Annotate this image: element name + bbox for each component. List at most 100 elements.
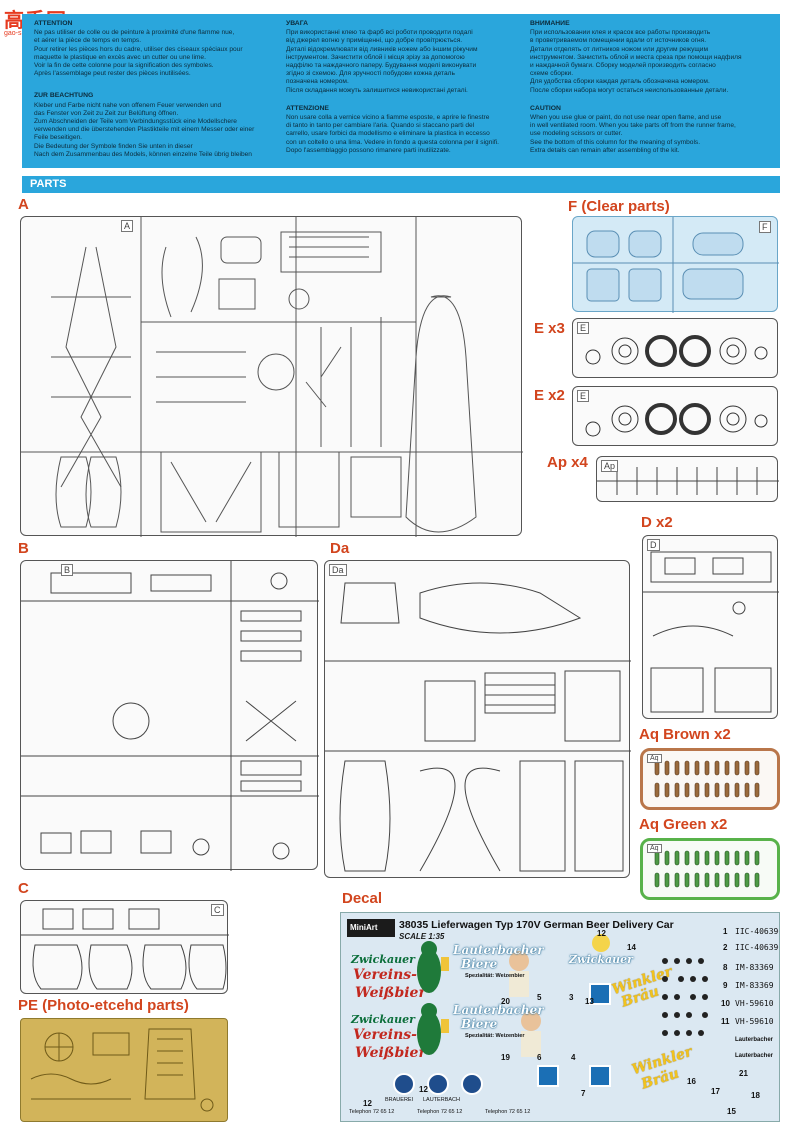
warning-line: verwenden und die überstehenden Plastikt… [34, 126, 255, 134]
decal-scale: SCALE 1:35 [399, 932, 445, 941]
license-plate: VH-59610 [735, 999, 774, 1008]
warning-line: При використанні клею та фарб всі роботи… [286, 29, 473, 37]
decal-telefon: Telephon 72 65 12 [417, 1109, 463, 1115]
decal-number: 1 [723, 927, 728, 936]
warning-line: Після складання можуть залишитися невико… [286, 86, 468, 94]
decal-artwork [417, 934, 610, 1057]
decal-number: 20 [501, 997, 510, 1006]
brauerei-seal [461, 1073, 483, 1095]
parts-header-title: PARTS [30, 178, 67, 190]
warning-en: CAUTION When you use glue or paint, do n… [530, 105, 775, 155]
brauerei-seal [393, 1073, 415, 1095]
section-label-e2: E x2 [534, 387, 565, 404]
warnings-band [22, 14, 780, 168]
decal-number: 5 [537, 993, 542, 1002]
decal-lauterbacher: Lauterbacher [453, 943, 544, 957]
section-label-da: Da [330, 540, 350, 557]
decal-sheet: MiniArt 38035 Lieferwagen Typ 170V Germa… [340, 912, 780, 1122]
warning-line: згідно зі схемою. Для зручності побудови… [286, 70, 455, 78]
warning-line: схеме сборки. [530, 70, 574, 78]
sprue-letter: Aq [647, 754, 662, 763]
warning-line: in well ventilated room. When you take p… [530, 122, 736, 130]
warning-line: Die Bedeutung der Symbole finden Sie unt… [34, 142, 193, 150]
sprue-aq-green-drawing [654, 850, 760, 888]
decal-spezial: Spezialität: Weizenbier [465, 1033, 525, 1039]
decal-number: 2 [723, 943, 728, 952]
decal-title: 38035 Lieferwagen Typ 170V German Beer D… [399, 919, 674, 931]
sprue-aq-brown-drawing [654, 760, 760, 798]
decal-number: 12 [419, 1085, 428, 1094]
warnings-column-left: ATTENTION Ne pas utiliser de colle ou de… [34, 20, 279, 169]
sprue-f-drawing [573, 217, 779, 313]
decal-zwickauer: Zwickauer [351, 953, 415, 966]
warning-fr: ATTENTION Ne pas utiliser de colle ou de… [34, 20, 279, 78]
sprue-aq-green: Aq [640, 838, 780, 900]
warning-line: use modeling scissors or cutter. [530, 130, 623, 138]
warnings-column-right: ВНИМАНИЕ При использовании клея и красок… [530, 20, 775, 165]
warning-line: Ne pas utiliser de colle ou de peinture … [34, 29, 235, 37]
warning-line: Для удобства сборки каждая деталь обозна… [530, 78, 710, 86]
decal-number: 16 [687, 1077, 696, 1086]
section-label-pe: PE (Photo-etcehd parts) [18, 997, 189, 1014]
warning-line: Детали отделять от литников ножом или др… [530, 45, 709, 53]
warning-line: Extra details can remain after assemblin… [530, 146, 680, 154]
section-label-decal: Decal [342, 890, 383, 907]
sprue-letter: Da [329, 564, 347, 576]
warning-line: від джерел вогню у приміщенні, що добре … [286, 37, 463, 45]
warning-line: Voir la fin de cette colonne pour la sig… [34, 62, 214, 70]
decal-weissbier: Weißbier [355, 985, 426, 1001]
license-plate: IM-83369 [735, 981, 774, 990]
decal-lauterbacher-small: Lauterbacher [735, 1037, 774, 1043]
sprue-e-x2-drawing [585, 403, 768, 437]
warning-line: Деталі відокремлювати від ливників ножем… [286, 45, 478, 53]
sprue-c: C [20, 900, 229, 994]
decal-telefon: Telephon 72 65 12 [349, 1109, 395, 1115]
winkler-square-logo [537, 1065, 559, 1087]
warning-line: Dopo l'assemblaggio possono rimanere par… [286, 146, 451, 154]
warning-de: ZUR BEACHTUNG Kleber und Farbe nicht nah… [34, 92, 279, 159]
sprue-letter: Aq [647, 844, 662, 853]
decal-number: 7 [581, 1089, 586, 1098]
sprue-aq-brown: Aq [640, 748, 780, 810]
warning-ru: ВНИМАНИЕ При использовании клея и красок… [530, 20, 775, 95]
decal-number: 18 [751, 1091, 760, 1100]
warning-line: надфілю та наждачного паперу. Будування … [286, 62, 477, 70]
warning-title: ATTENZIONE [286, 104, 329, 112]
sprue-letter: A [121, 220, 134, 232]
section-label-aq-green: Aq Green x2 [639, 816, 728, 833]
sprue-a-drawing [21, 217, 523, 537]
decal-number: 3 [569, 993, 574, 1002]
decal-vereins: Vereins- [353, 967, 417, 983]
warning-line: инструментом. Зачистить облой и места ср… [530, 53, 742, 61]
sprue-e-x2: E [572, 386, 778, 446]
warning-line: maquette le plastique en excès avec un c… [34, 53, 206, 61]
winkler-square-logo [589, 1065, 611, 1087]
decal-brauerei: BRAUEREI [385, 1097, 414, 1103]
warning-line: When you use glue or paint, do not use n… [530, 114, 722, 122]
warning-line: інструментом. Зачистити облой і місця зр… [286, 53, 465, 61]
sprue-letter: B [61, 564, 74, 576]
sprue-da-drawing [325, 582, 631, 872]
sprue-letter: C [211, 904, 224, 916]
sprue-letter: E [577, 322, 590, 334]
sprue-a: A [20, 216, 523, 537]
decal-spezial: Spezialität: Weizenbier [465, 973, 525, 979]
license-plate: IIC-406396 [735, 943, 780, 952]
section-label-c: C [18, 880, 29, 897]
warning-it: ATTENZIONE Non usare colla a vernice vic… [286, 105, 531, 155]
warning-line: carrello, usare forbici da modellismo e … [286, 130, 490, 138]
sprue-ap: Ap [596, 456, 779, 502]
sprue-f: F [572, 216, 779, 313]
section-label-f: F (Clear parts) [568, 198, 670, 215]
warning-title: ВНИМАНИЕ [530, 20, 570, 27]
warning-line: Nach dem Zusammenbau des Models, können … [34, 150, 252, 158]
sprue-ap-drawing [597, 467, 779, 495]
section-label-d: D x2 [641, 514, 673, 531]
warnings-column-middle: УВАГА При використанні клею та фарб всі … [286, 20, 531, 165]
sprue-e-x3: E [572, 318, 778, 378]
warning-line: et aérer la pièce de temps en temps. [34, 37, 142, 45]
warning-ua: УВАГА При використанні клею та фарб всі … [286, 20, 531, 95]
warning-line: в проветриваемом помещении вдали от исто… [530, 37, 707, 45]
pe-fret [20, 1018, 228, 1122]
warning-line: Après l'assemblage peut rester des pièce… [34, 70, 191, 78]
